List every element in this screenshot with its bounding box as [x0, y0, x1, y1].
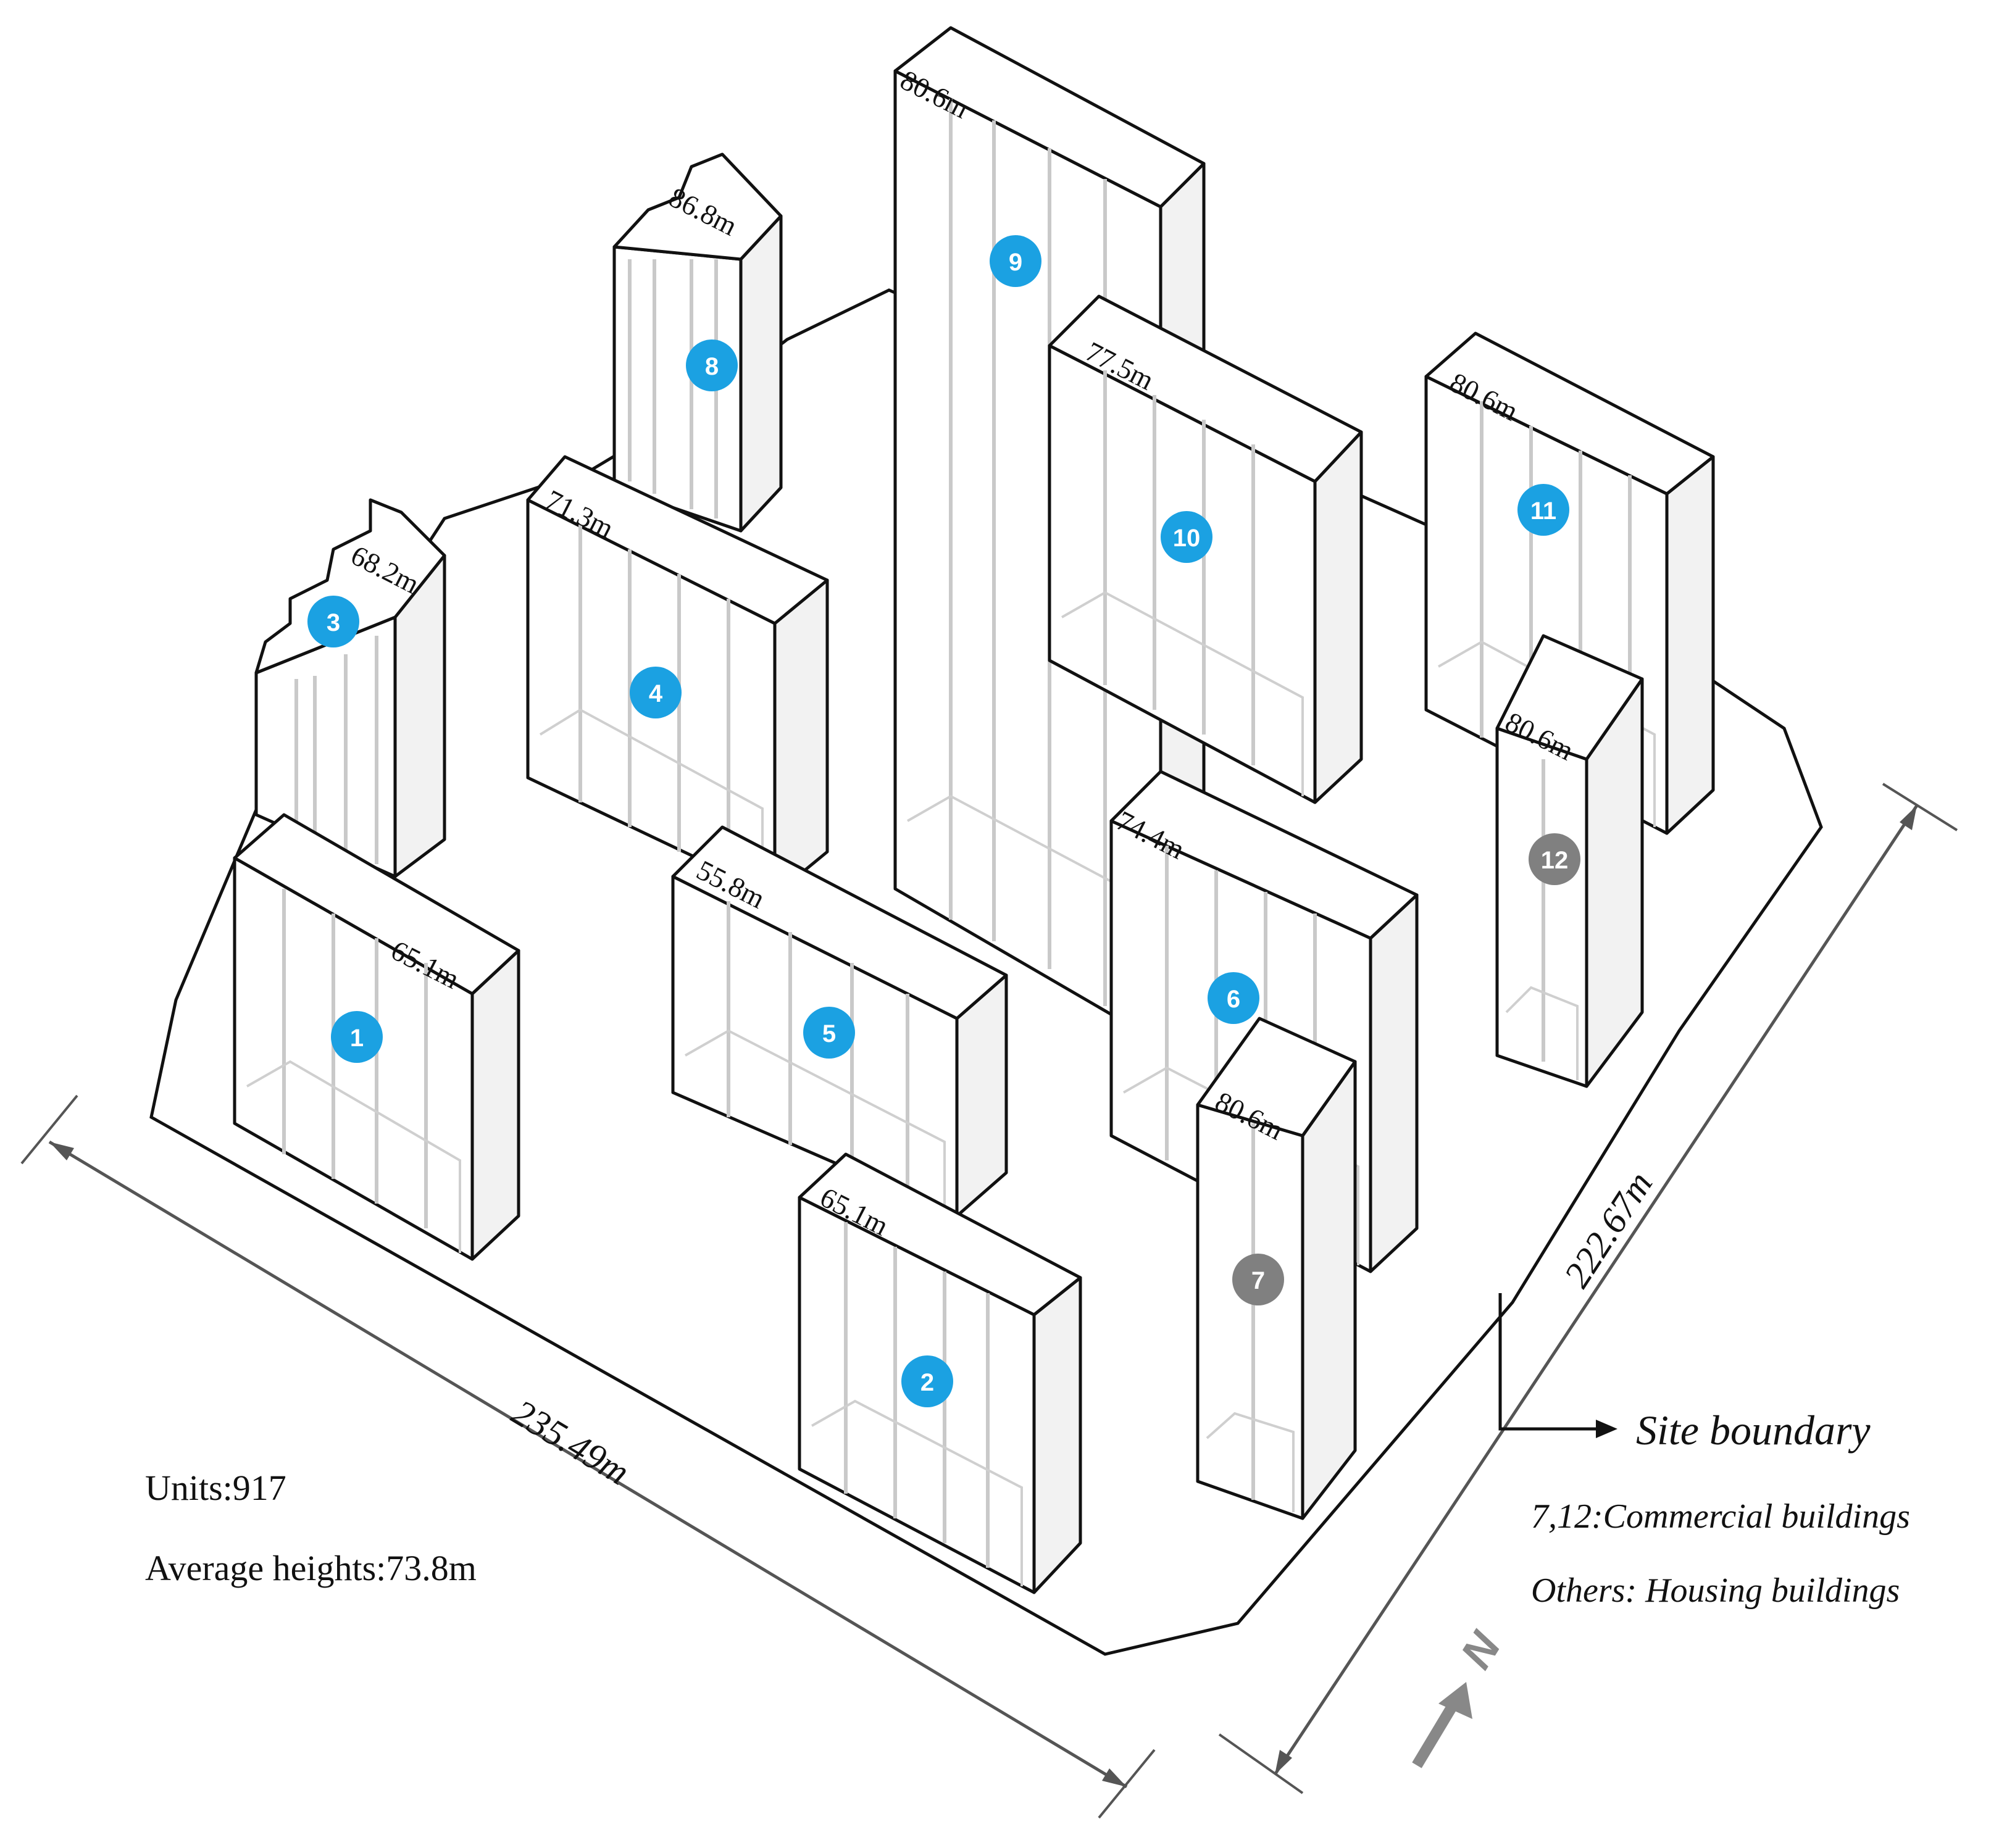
building-3: [254, 498, 446, 878]
badge-2: 2: [901, 1355, 953, 1407]
stats-units: Units:917: [145, 1468, 286, 1508]
badge-11: 11: [1517, 484, 1569, 536]
badge-circle-7: [1232, 1254, 1284, 1305]
badge-circle-6: [1208, 972, 1259, 1024]
stats-average-height: Average heights:73.8m: [145, 1548, 477, 1588]
badge-7: 7: [1232, 1254, 1284, 1305]
badge-number-7: 7: [1251, 1267, 1265, 1294]
legend-site-boundary: Site boundary: [1636, 1407, 1871, 1454]
badge-circle-9: [990, 235, 1041, 287]
badge-number-12: 12: [1541, 847, 1569, 874]
badge-4: 4: [630, 667, 682, 718]
site-boundary-arrowhead: [1596, 1420, 1617, 1438]
dimension-label-southwest: 235.49m: [505, 1392, 636, 1493]
extension-line-se-north: [1882, 783, 1958, 831]
badge-number-6: 6: [1227, 986, 1240, 1013]
badge-number-3: 3: [327, 609, 340, 636]
badge-circle-3: [307, 596, 359, 647]
north-arrow-icon: N: [1412, 1623, 1511, 1768]
badge-circle-8: [686, 339, 738, 391]
badge-number-11: 11: [1530, 497, 1556, 525]
arrowhead-se-south: [1275, 1750, 1292, 1775]
building-7: [1196, 1017, 1357, 1520]
badge-1: 1: [331, 1011, 383, 1063]
badge-12: 12: [1529, 833, 1580, 885]
badge-circle-10: [1161, 511, 1212, 563]
extension-line-sw-east: [1098, 1749, 1156, 1819]
badge-10: 10: [1161, 511, 1212, 563]
badge-number-4: 4: [649, 680, 663, 707]
badge-number-2: 2: [920, 1369, 934, 1396]
badge-3: 3: [307, 596, 359, 647]
dimension-line-southwest: [48, 1140, 1128, 1789]
legend-commercial: 7,12:Commercial buildings: [1531, 1497, 1910, 1536]
badge-number-1: 1: [350, 1025, 364, 1052]
building-10: [1048, 294, 1363, 804]
arrowhead-se-north: [1900, 805, 1917, 830]
dimension-label-southeast: 222.67m: [1556, 1164, 1661, 1294]
badge-circle-1: [331, 1011, 383, 1063]
badge-8: 8: [686, 339, 738, 391]
legend-housing: Others: Housing buildings: [1531, 1571, 1900, 1610]
badge-9: 9: [990, 235, 1041, 287]
arrowhead-sw-east: [1102, 1768, 1127, 1787]
site-boundary-pointer: [1498, 1293, 1596, 1431]
dimension-line-southeast: [1273, 804, 1919, 1776]
badge-circle-12: [1529, 833, 1580, 885]
badge-5: 5: [803, 1007, 855, 1059]
badge-circle-4: [630, 667, 682, 718]
badge-number-8: 8: [705, 353, 719, 380]
building-12: [1495, 634, 1644, 1088]
extension-line-sw-west: [20, 1094, 78, 1165]
north-arrow-head: [1438, 1682, 1472, 1719]
badge-circle-2: [901, 1355, 953, 1407]
extension-line-se-south: [1218, 1733, 1304, 1794]
building-8: [612, 152, 783, 533]
badge-number-10: 10: [1173, 525, 1201, 552]
badge-number-9: 9: [1009, 249, 1022, 276]
north-arrow-shaft: [1412, 1700, 1459, 1768]
badge-number-5: 5: [822, 1020, 836, 1047]
north-label: N: [1451, 1623, 1511, 1677]
arrowhead-sw-west: [49, 1142, 74, 1160]
badge-6: 6: [1208, 972, 1259, 1024]
badge-circle-11: [1517, 484, 1569, 536]
badge-circle-5: [803, 1007, 855, 1059]
